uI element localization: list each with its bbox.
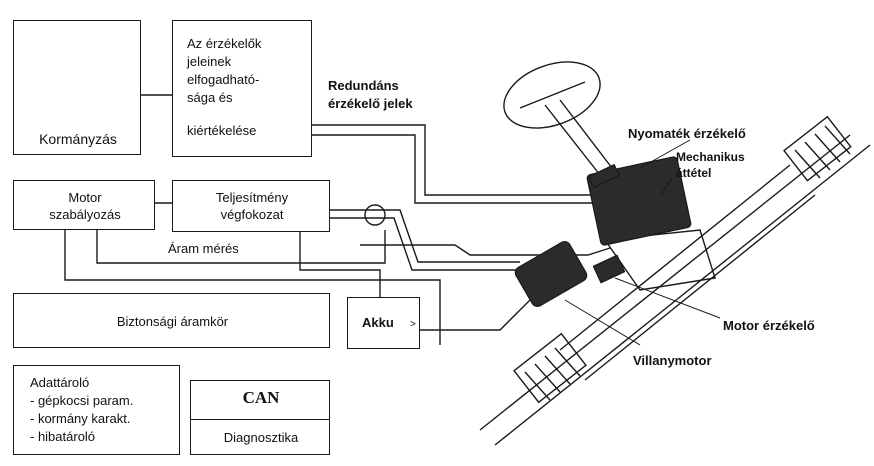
pointer-torque-sensor bbox=[639, 139, 691, 169]
data-storage-block: Adattároló - gépkocsi param. - kormány k… bbox=[13, 365, 180, 455]
battery-label: Akku bbox=[362, 315, 394, 330]
can-block: CAN Diagnosztika bbox=[190, 380, 330, 455]
steering-wheel bbox=[503, 61, 601, 129]
battery-mark: > bbox=[410, 319, 416, 330]
steering-block: Kormányzás bbox=[13, 20, 141, 155]
data-storage-line-4: - hibatároló bbox=[30, 429, 96, 444]
evaluation-line-2: jeleinek bbox=[187, 54, 232, 69]
wire-redundant-signal-1 bbox=[312, 124, 594, 196]
battery-block: Akku > bbox=[347, 297, 420, 349]
can-subtitle: Diagnosztika bbox=[223, 430, 299, 445]
mechanical-gear-line-2: áttétel bbox=[676, 166, 712, 180]
current-sensor-circle bbox=[364, 204, 386, 226]
mechanical-gear-line-1: Mechanikus bbox=[676, 150, 745, 164]
wire-current-measurement bbox=[96, 230, 386, 264]
wire-akku-motor bbox=[420, 299, 531, 331]
pointer-mechanical-gear bbox=[659, 177, 673, 197]
wire-powerstage-akku bbox=[299, 232, 381, 297]
steering-wheel-spoke bbox=[519, 81, 586, 109]
motor-control-line-2: szabályozás bbox=[49, 207, 121, 222]
power-stage-line-1: Teljesítmény bbox=[215, 190, 289, 205]
power-stage-line-2: végfokozat bbox=[220, 207, 284, 222]
redundant-signals-line-1: Redundáns bbox=[328, 78, 399, 93]
steering-rack-housing-2 bbox=[584, 194, 816, 381]
electric-motor-label: Villanymotor bbox=[633, 353, 712, 368]
wire-motor-supply-2 bbox=[330, 217, 520, 271]
data-storage-line-3: - kormány karakt. bbox=[30, 411, 131, 426]
safety-circuit-label: Biztonsági áramkör bbox=[116, 314, 229, 329]
pointer-electric-motor bbox=[564, 299, 641, 346]
motor-control-block: Motor szabályozás bbox=[13, 180, 155, 230]
torque-sensor-label: Nyomaték érzékelő bbox=[628, 126, 746, 141]
current-measurement-label: Áram mérés bbox=[168, 241, 239, 256]
can-title: CAN bbox=[242, 388, 280, 407]
evaluation-line-4: sága és bbox=[187, 90, 233, 105]
evaluation-line-1: Az érzékelők bbox=[187, 36, 262, 51]
data-storage-line-1: Adattároló bbox=[30, 375, 90, 390]
motor-sensor-label: Motor érzékelő bbox=[723, 318, 815, 333]
evaluation-block: Az érzékelők jeleinek elfogadható- sága … bbox=[172, 20, 312, 157]
electric-motor-component bbox=[514, 241, 588, 307]
safety-circuit-block: Biztonsági áramkör bbox=[13, 293, 330, 348]
rack-bellows-right bbox=[783, 115, 852, 182]
torque-sensor-ring bbox=[587, 163, 621, 189]
wire-motor-supply-1 bbox=[330, 209, 520, 263]
steering-label: Kormányzás bbox=[39, 131, 117, 147]
gear-housing bbox=[603, 229, 716, 291]
motor-control-line-1: Motor bbox=[68, 190, 102, 205]
redundant-signals-line-2: érzékelő jelek bbox=[328, 96, 413, 111]
wire-redundant-signal-2 bbox=[312, 134, 594, 204]
steering-rack-housing-1 bbox=[559, 164, 791, 351]
power-stage-block: Teljesítmény végfokozat bbox=[172, 180, 330, 232]
motor-sensor-component bbox=[592, 254, 626, 284]
data-storage-line-2: - gépkocsi param. bbox=[30, 393, 134, 408]
can-divider bbox=[191, 419, 329, 420]
pointer-motor-sensor bbox=[614, 277, 721, 319]
rack-bellows-left bbox=[513, 332, 587, 404]
steering-column bbox=[544, 99, 613, 176]
wire-motorcontrol-safety bbox=[64, 230, 441, 345]
steering-rack-lower bbox=[494, 144, 871, 446]
steering-rack-upper bbox=[479, 134, 851, 431]
evaluation-line-6: kiértékelése bbox=[187, 123, 257, 138]
wire-motor-sensor bbox=[360, 244, 611, 256]
evaluation-line-3: elfogadható- bbox=[187, 72, 260, 87]
